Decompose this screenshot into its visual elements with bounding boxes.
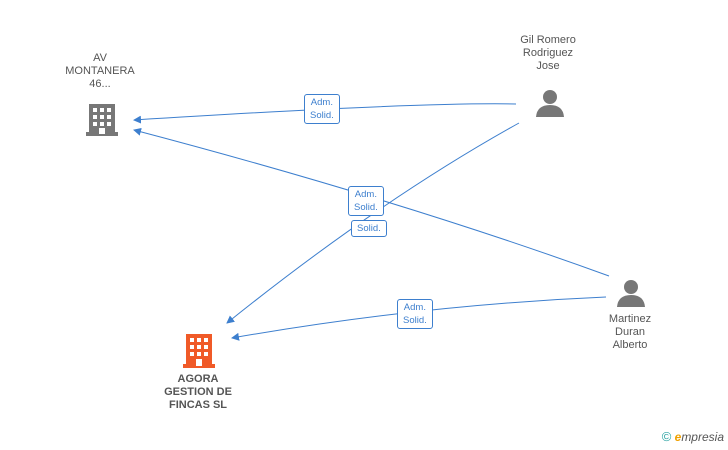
person-icon[interactable]: [616, 278, 646, 308]
brand-e: e: [674, 430, 682, 444]
edge-badge-gil-agora[interactable]: Solid.: [351, 220, 387, 237]
person-label-martinez: Martinez Duran Alberto: [608, 313, 652, 351]
building-icon[interactable]: [86, 102, 118, 136]
person-label-gil-romero: Gil Romero Rodriguez Jose: [520, 34, 576, 72]
edge-badge-martinez-agora[interactable]: Adm. Solid.: [397, 299, 433, 329]
company-label-av-montanera: AV MONTANERA 46...: [65, 52, 135, 90]
copyright-symbol: ©: [661, 429, 672, 444]
edge-badge-gil-av[interactable]: Adm. Solid.: [304, 94, 340, 124]
person-icon[interactable]: [535, 88, 565, 118]
company-label-agora: AGORA GESTION DE FINCAS SL: [164, 373, 232, 411]
brand-logo[interactable]: © empresia: [662, 429, 724, 444]
brand-name: mpresia: [681, 430, 724, 444]
edge-gil-to-av[interactable]: [133, 103, 517, 124]
edge-martinez-to-av[interactable]: [133, 127, 610, 277]
building-focus-icon[interactable]: [183, 332, 215, 368]
edge-badge-martinez-av[interactable]: Adm. Solid.: [348, 186, 384, 216]
